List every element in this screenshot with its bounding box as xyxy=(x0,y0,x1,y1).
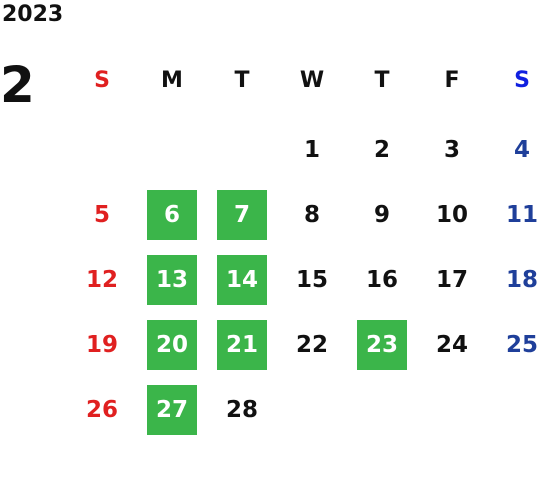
day-16[interactable]: 16 xyxy=(365,267,398,293)
day-4[interactable]: 4 xyxy=(513,137,530,163)
day-5[interactable]: 5 xyxy=(93,202,110,228)
day-23[interactable]: 23 xyxy=(357,320,407,370)
day-27[interactable]: 27 xyxy=(147,385,197,435)
weekday-sun: S xyxy=(94,68,110,93)
weekday-thu: T xyxy=(374,68,390,93)
day-18[interactable]: 18 xyxy=(505,267,538,293)
month-number: 2 xyxy=(0,56,35,114)
day-20[interactable]: 20 xyxy=(147,320,197,370)
weekday-wed: W xyxy=(299,68,325,93)
day-22[interactable]: 22 xyxy=(295,332,328,358)
day-10[interactable]: 10 xyxy=(435,202,468,228)
day-9[interactable]: 9 xyxy=(373,202,390,228)
weekday-header-row: S M T W T F S xyxy=(67,64,548,98)
day-24[interactable]: 24 xyxy=(435,332,468,358)
day-28[interactable]: 28 xyxy=(225,397,258,423)
weekday-fri: F xyxy=(444,68,460,93)
weekday-sat: S xyxy=(514,68,530,93)
day-1[interactable]: 1 xyxy=(303,137,320,163)
day-19[interactable]: 19 xyxy=(85,332,118,358)
day-17[interactable]: 17 xyxy=(435,267,468,293)
day-8[interactable]: 8 xyxy=(303,202,320,228)
day-21[interactable]: 21 xyxy=(217,320,267,370)
day-12[interactable]: 12 xyxy=(85,267,118,293)
day-3[interactable]: 3 xyxy=(443,137,460,163)
day-11[interactable]: 11 xyxy=(505,202,538,228)
day-6[interactable]: 6 xyxy=(147,190,197,240)
day-26[interactable]: 26 xyxy=(85,397,118,423)
day-2[interactable]: 2 xyxy=(373,137,390,163)
day-15[interactable]: 15 xyxy=(295,267,328,293)
weekday-mon: M xyxy=(161,68,183,93)
day-14[interactable]: 14 xyxy=(217,255,267,305)
year-label: 2023 xyxy=(2,2,64,27)
weekday-tue: T xyxy=(234,68,250,93)
day-13[interactable]: 13 xyxy=(147,255,197,305)
day-25[interactable]: 25 xyxy=(505,332,538,358)
day-7[interactable]: 7 xyxy=(217,190,267,240)
